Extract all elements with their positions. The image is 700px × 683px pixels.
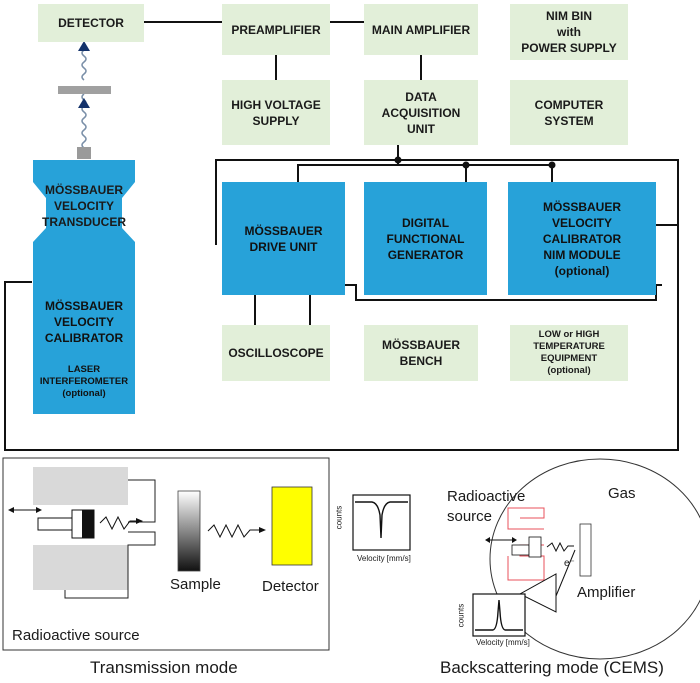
function-generator-box: DIGITAL FUNCTIONAL GENERATOR <box>364 182 487 295</box>
main-amplifier-label: MAIN AMPLIFIER <box>371 22 471 37</box>
arrowhead-lower <box>78 98 90 108</box>
electron-path <box>555 549 576 597</box>
source-holder <box>77 147 91 159</box>
bench-label: MÖSSBAUER BENCH <box>381 338 460 368</box>
amplifier-label: Amplifier <box>577 584 636 601</box>
computer-box: COMPUTER SYSTEM <box>510 80 628 145</box>
transducer-label: MÖSSBAUER VELOCITY TRANSDUCER <box>42 183 126 229</box>
cems-source-body <box>528 536 542 558</box>
cems-source-label: Radioactive source <box>447 488 526 525</box>
electron-label: e⁻ <box>564 558 575 569</box>
cems-gamma-ray <box>546 541 574 553</box>
junction-dot <box>548 161 556 169</box>
cems-caption: Backscattering mode (CEMS) <box>440 658 664 677</box>
main-amplifier-box: MAIN AMPLIFIER <box>364 4 478 55</box>
oscilloscope-box: OSCILLOSCOPE <box>222 325 330 381</box>
cems-xlabel: Velocity [mm/s] <box>476 638 530 647</box>
source-text: Radioactive source <box>12 627 140 644</box>
gamma-ray-sample <box>207 523 260 539</box>
temperature-box: LOW or HIGH TEMPERATURE EQUIPMENT (optio… <box>510 325 628 381</box>
preamplifier-label: PREAMPLIFIER <box>231 22 321 37</box>
bench-box: MÖSSBAUER BENCH <box>364 325 478 381</box>
junction-dot <box>394 156 402 164</box>
daq-box: DATA ACQUISITION UNIT <box>364 80 478 145</box>
daq-label: DATA ACQUISITION UNIT <box>381 89 461 136</box>
absorption-dip <box>355 501 408 539</box>
drive-unit-box: MÖSSBAUER DRIVE UNIT <box>222 182 345 295</box>
detector-label: DETECTOR <box>58 16 124 30</box>
amplifier-triangle <box>518 573 557 613</box>
calibrator-nim-label: MÖSSBAUER VELOCITY CALIBRATOR NIM MODULE… <box>542 199 622 278</box>
cems-ylabel: counts <box>456 603 466 628</box>
transmission-caption: Transmission mode <box>90 658 238 677</box>
cems-sample <box>579 523 592 577</box>
sample-slab <box>177 490 201 572</box>
source-core <box>82 510 94 538</box>
nim-bin-box: NIM BIN with POWER SUPPLY <box>510 4 628 60</box>
shield-bottom-block <box>33 545 128 590</box>
gas-chamber <box>489 458 700 660</box>
temperature-label: LOW or HIGH TEMPERATURE EQUIPMENT (optio… <box>533 329 605 376</box>
wire-calibrator-right <box>4 224 679 451</box>
wire-bus-right <box>400 159 679 245</box>
red-shield-top <box>507 507 545 530</box>
shield-bottom-outline <box>64 531 156 599</box>
emission-peak <box>475 599 523 631</box>
detector-box: DETECTOR <box>38 4 144 42</box>
gamma-ray-source <box>99 515 138 531</box>
nim-bin-label: NIM BIN with POWER SUPPLY <box>521 9 617 55</box>
detector-text: Detector <box>262 578 319 595</box>
wire-drive-calibrator <box>345 284 662 301</box>
function-generator-label: DIGITAL FUNCTIONAL GENERATOR <box>386 215 465 262</box>
drive-unit-label: MÖSSBAUER DRIVE UNIT <box>244 223 323 254</box>
cems-source-rod <box>511 544 530 556</box>
junction-dot <box>462 161 470 169</box>
shield-top-outline <box>128 479 156 523</box>
sample-label: Sample <box>170 576 221 593</box>
shield-top-block <box>33 467 128 505</box>
absorber-plate <box>58 86 111 94</box>
spectrum-xlabel: Velocity [mm/s] <box>357 554 411 563</box>
computer-label: COMPUTER SYSTEM <box>534 97 604 128</box>
calibrator-nim-box: MÖSSBAUER VELOCITY CALIBRATOR NIM MODULE… <box>508 182 656 295</box>
wire-bus-left <box>215 159 400 245</box>
preamplifier-box: PREAMPLIFIER <box>222 4 330 55</box>
calibrator-label: MÖSSBAUER VELOCITY CALIBRATOR <box>44 299 124 345</box>
gas-label: Gas <box>608 485 636 502</box>
arrowhead-upper <box>78 41 90 51</box>
oscilloscope-label: OSCILLOSCOPE <box>228 346 324 360</box>
transducer-box: MÖSSBAUER VELOCITY TRANSDUCER <box>33 176 135 236</box>
calibrator-box: MÖSSBAUER VELOCITY CALIBRATOR LASER INTE… <box>33 258 135 414</box>
wire-bus-drive <box>297 164 398 182</box>
high-voltage-label: HIGH VOLTAGE SUPPLY <box>231 97 321 128</box>
cems-spectrum-frame <box>472 593 526 637</box>
high-voltage-box: HIGH VOLTAGE SUPPLY <box>222 80 330 145</box>
detector-block <box>271 486 313 566</box>
interferometer-label: LASER INTERFEROMETER (optional) <box>39 364 129 399</box>
